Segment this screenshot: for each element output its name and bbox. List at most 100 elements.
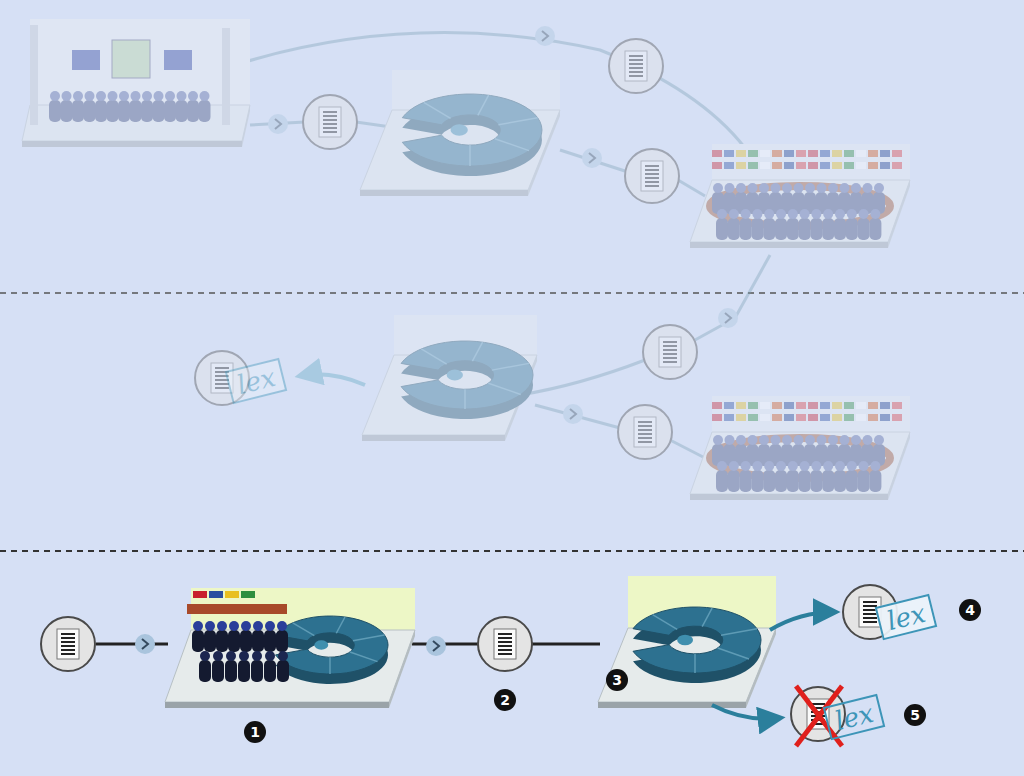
shape [787, 218, 799, 240]
shape [764, 461, 774, 471]
flag [796, 414, 806, 421]
shape [859, 461, 869, 471]
shape [238, 660, 250, 682]
shape [718, 648, 749, 659]
shape [629, 71, 643, 73]
shape [874, 183, 884, 193]
shape [228, 630, 240, 652]
flag [724, 414, 734, 421]
flag [796, 162, 806, 169]
shape [61, 637, 75, 639]
flag [748, 414, 758, 421]
platform [22, 19, 250, 147]
shape [740, 470, 752, 492]
shape [663, 345, 677, 347]
shape [858, 470, 870, 492]
flow-line [300, 374, 365, 385]
platform [690, 144, 910, 248]
shape [130, 100, 142, 122]
shape [788, 461, 798, 471]
shape [142, 91, 152, 101]
shape [362, 435, 505, 441]
shape [542, 31, 548, 41]
shape [433, 641, 439, 651]
shape [447, 370, 463, 381]
shape [199, 660, 211, 682]
shape [498, 633, 512, 635]
shape [350, 652, 378, 662]
shape [717, 461, 727, 471]
flag [772, 414, 782, 421]
shape [645, 169, 659, 171]
shape [869, 470, 881, 492]
shape [495, 139, 529, 151]
shape [424, 102, 451, 118]
flag [856, 150, 866, 157]
shape [823, 209, 833, 219]
shape [736, 183, 746, 193]
shape [663, 353, 677, 355]
shape [782, 183, 792, 193]
shape [204, 630, 216, 652]
shape [863, 613, 877, 615]
shape [253, 621, 263, 631]
shape [570, 409, 576, 419]
flow-chevron [135, 634, 155, 654]
shape [740, 218, 752, 240]
shape [728, 218, 740, 240]
shape [629, 63, 643, 65]
shape [629, 59, 643, 61]
shape [851, 435, 861, 445]
shape [95, 100, 107, 122]
stamp-text: lex [234, 362, 278, 400]
shape [498, 641, 512, 643]
shape [193, 621, 203, 631]
flag [808, 402, 818, 409]
flag [241, 591, 255, 598]
shape [625, 149, 679, 203]
shape [690, 494, 888, 500]
shape [216, 630, 228, 652]
shape [870, 209, 880, 219]
shape [817, 435, 827, 445]
flag [784, 402, 794, 409]
shape [712, 144, 910, 180]
shape [851, 183, 861, 193]
shape [215, 387, 229, 389]
shape [108, 91, 118, 101]
flow-line [770, 612, 835, 630]
shape [278, 651, 288, 661]
shape [712, 396, 910, 432]
flag [796, 402, 806, 409]
people-row [716, 209, 881, 240]
shape [748, 435, 758, 445]
flag [820, 402, 830, 409]
shape [638, 441, 652, 443]
shape [771, 183, 781, 193]
shape [401, 341, 533, 409]
parliament-hemicycle [402, 94, 542, 176]
flag [808, 162, 818, 169]
shape [153, 100, 165, 122]
flag [808, 414, 818, 421]
shape [336, 617, 345, 633]
shape [563, 404, 583, 424]
shape [828, 183, 838, 193]
flag [225, 591, 239, 598]
flag [772, 402, 782, 409]
shape [222, 28, 230, 125]
shape [645, 173, 659, 175]
flag [760, 162, 770, 169]
shape [645, 177, 659, 179]
shape [810, 218, 822, 240]
shape [252, 651, 262, 661]
platform [360, 70, 560, 196]
shape [61, 100, 73, 122]
shape [200, 91, 210, 101]
shape [690, 180, 910, 242]
shape [498, 653, 512, 655]
shape [823, 461, 833, 471]
stamp-text: lex [884, 598, 928, 636]
document-icon [643, 325, 697, 379]
shape [811, 461, 821, 471]
